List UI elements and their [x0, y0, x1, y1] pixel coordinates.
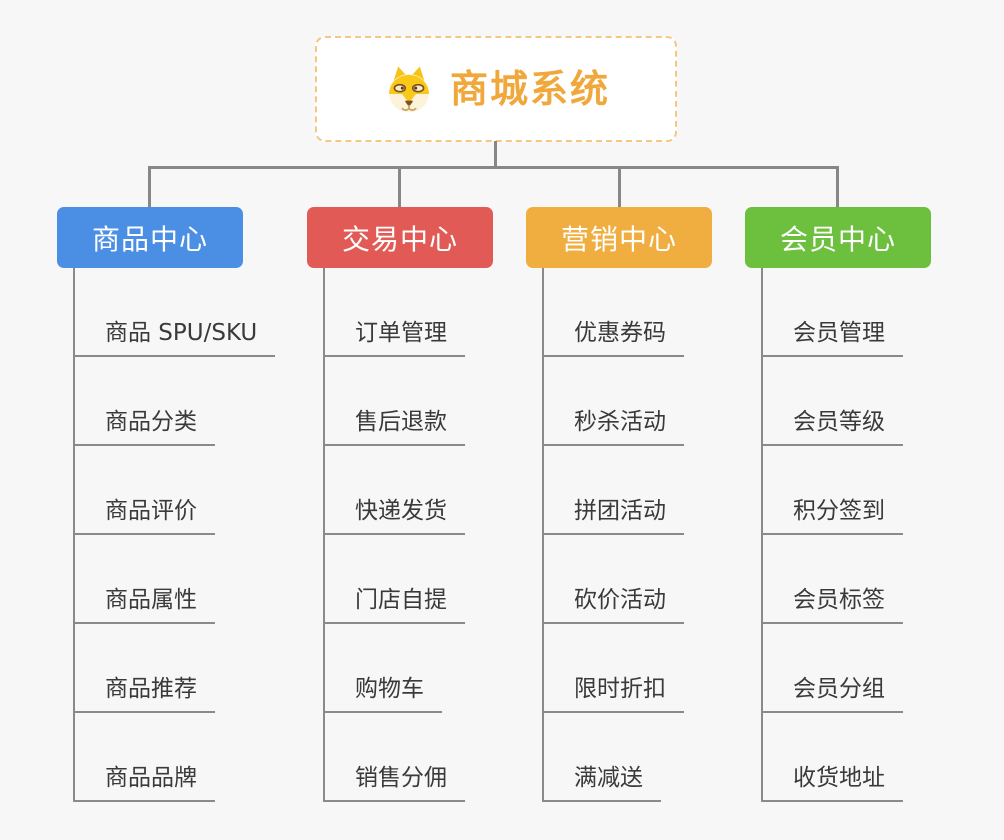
child-node-group-buying[interactable]: 拼团活动 [544, 498, 684, 535]
connector-root-stub [494, 141, 497, 168]
child-row: 满减送 [544, 713, 684, 802]
child-node-aftersale-refund[interactable]: 售后退款 [325, 409, 465, 446]
branch-children-product-center: 商品 SPU/SKU 商品分类 商品评价 商品属性 商品推荐 商品品牌 [73, 268, 276, 802]
child-row: 售后退款 [325, 357, 465, 446]
child-node-limited-time-discount[interactable]: 限时折扣 [544, 676, 684, 713]
child-node-shopping-cart[interactable]: 购物车 [325, 676, 442, 713]
child-row: 快递发货 [325, 446, 465, 535]
connector-drop-branch-4 [836, 169, 839, 207]
child-node-flash-sale[interactable]: 秒杀活动 [544, 409, 684, 446]
child-row: 会员标签 [763, 535, 903, 624]
child-row: 会员分组 [763, 624, 903, 713]
dog-face-icon [388, 66, 429, 113]
branch-node-trade-center[interactable]: 交易中心 [307, 207, 493, 268]
child-node-express-delivery[interactable]: 快递发货 [325, 498, 465, 535]
child-row: 商品品牌 [75, 713, 275, 802]
child-row: 门店自提 [325, 535, 465, 624]
child-row: 商品推荐 [75, 624, 275, 713]
child-node-points-checkin[interactable]: 积分签到 [763, 498, 903, 535]
branch-node-marketing-center[interactable]: 营销中心 [526, 207, 712, 268]
child-row: 商品评价 [75, 446, 275, 535]
child-row: 限时折扣 [544, 624, 684, 713]
child-node-product-brand[interactable]: 商品品牌 [75, 765, 215, 802]
branch-children-trade-center: 订单管理 售后退款 快递发货 门店自提 购物车 销售分佣 [323, 268, 465, 802]
child-row: 购物车 [325, 624, 465, 713]
child-row: 优惠券码 [544, 268, 684, 357]
root-node-title: 商城系统 [449, 67, 610, 111]
branch-label: 交易中心 [341, 222, 458, 256]
child-node-product-attribute[interactable]: 商品属性 [75, 587, 215, 624]
child-node-order-management[interactable]: 订单管理 [325, 320, 465, 357]
child-row: 拼团活动 [544, 446, 684, 535]
child-node-bargain-activity[interactable]: 砍价活动 [544, 587, 684, 624]
child-node-member-tag[interactable]: 会员标签 [763, 587, 903, 624]
child-row: 销售分佣 [325, 713, 465, 802]
child-node-member-management[interactable]: 会员管理 [763, 320, 903, 357]
child-node-store-pickup[interactable]: 门店自提 [325, 587, 465, 624]
branch-label: 商品中心 [91, 222, 208, 256]
child-row: 商品 SPU/SKU [75, 268, 276, 357]
child-node-shipping-address[interactable]: 收货地址 [763, 765, 903, 802]
connector-drop-branch-2 [398, 169, 401, 207]
branch-label: 会员中心 [779, 222, 896, 256]
child-row: 会员等级 [763, 357, 903, 446]
child-row: 砍价活动 [544, 535, 684, 624]
child-row: 商品属性 [75, 535, 275, 624]
branch-children-marketing-center: 优惠券码 秒杀活动 拼团活动 砍价活动 限时折扣 满减送 [542, 268, 684, 802]
child-row: 订单管理 [325, 268, 465, 357]
root-node-mall-system[interactable]: 商城系统 [315, 36, 677, 142]
child-node-product-category[interactable]: 商品分类 [75, 409, 215, 446]
child-row: 秒杀活动 [544, 357, 684, 446]
connector-bus [148, 166, 839, 169]
child-node-product-review[interactable]: 商品评价 [75, 498, 215, 535]
child-node-spend-and-save[interactable]: 满减送 [544, 765, 661, 802]
branch-children-member-center: 会员管理 会员等级 积分签到 会员标签 会员分组 收货地址 [761, 268, 903, 802]
connector-drop-branch-3 [618, 169, 621, 207]
branch-node-product-center[interactable]: 商品中心 [57, 207, 243, 268]
child-node-coupon-code[interactable]: 优惠券码 [544, 320, 684, 357]
connector-drop-branch-1 [148, 169, 151, 207]
child-node-sales-commission[interactable]: 销售分佣 [325, 765, 465, 802]
child-node-product-recommend[interactable]: 商品推荐 [75, 676, 215, 713]
branch-node-member-center[interactable]: 会员中心 [745, 207, 931, 268]
branch-label: 营销中心 [560, 222, 677, 256]
child-row: 积分签到 [763, 446, 903, 535]
child-node-member-level[interactable]: 会员等级 [763, 409, 903, 446]
child-node-product-spu-sku[interactable]: 商品 SPU/SKU [75, 320, 276, 357]
child-row: 商品分类 [75, 357, 275, 446]
child-row: 收货地址 [763, 713, 903, 802]
child-row: 会员管理 [763, 268, 903, 357]
child-node-member-group[interactable]: 会员分组 [763, 676, 903, 713]
